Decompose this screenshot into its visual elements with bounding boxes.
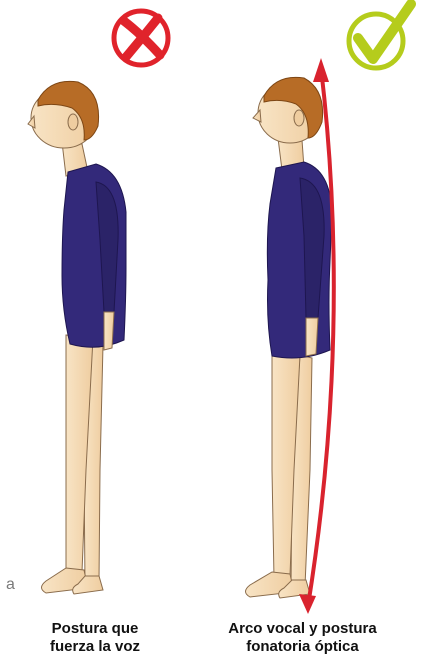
panel-letter: a: [6, 576, 15, 594]
x-mark-icon: [114, 11, 168, 65]
left-caption: Postura que fuerza la voz: [10, 620, 180, 656]
left-caption-line: fuerza la voz: [10, 638, 180, 656]
right-caption-line: Arco vocal y postura: [195, 620, 410, 638]
left-caption-line: Postura que: [10, 620, 180, 638]
slouched-posture-figure: [28, 81, 126, 594]
right-caption-line: fonatoria óptica: [195, 638, 410, 656]
right-caption: Arco vocal y postura fonatoria óptica: [195, 620, 410, 656]
check-mark-icon: [349, 4, 411, 68]
